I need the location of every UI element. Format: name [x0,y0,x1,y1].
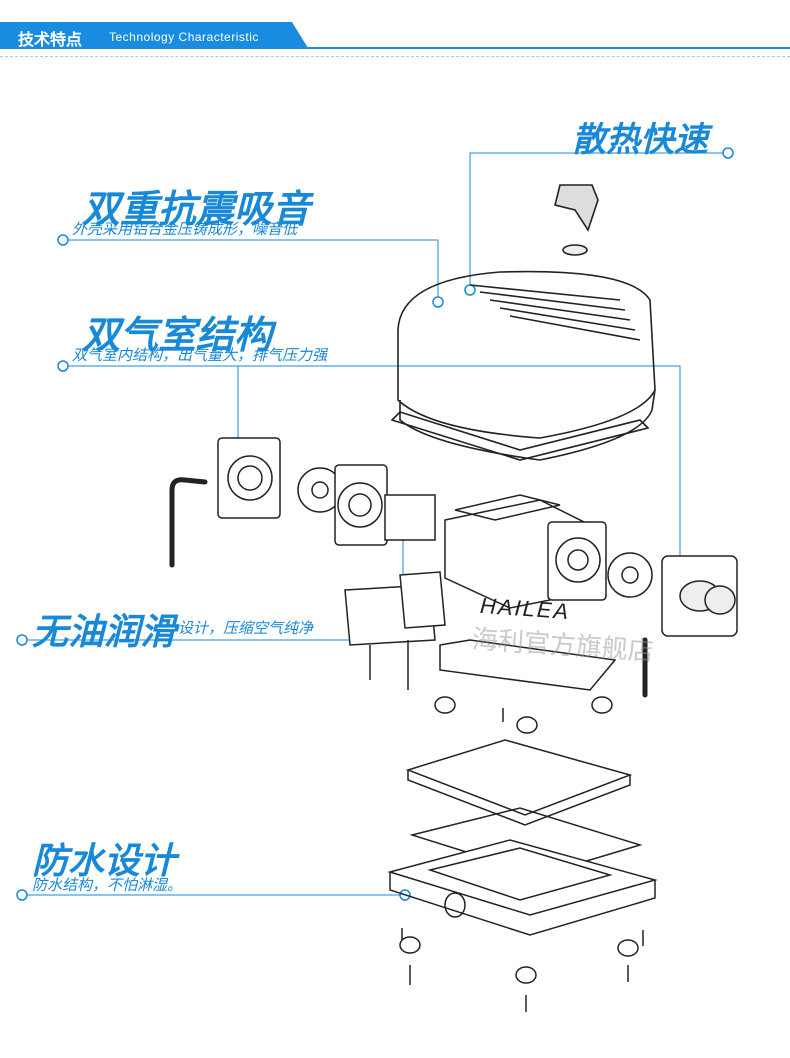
header-title-en: Technology Characteristic [109,30,259,44]
pump-cover [390,184,656,461]
feature-title-shock-absorb: 双重抗震吸音 [82,187,311,231]
feature-title-cooling: 散热快速 [572,120,708,160]
feature-title-waterproof: 防水设计 [32,841,177,882]
chamber-assembly [169,437,738,698]
feature-sub-dual-chamber: 双气室内结构，出气量大，排气压力强 [72,346,328,364]
header-tab [0,22,308,48]
feature-sub-oil-free: 设计，压缩空气纯净 [178,619,314,637]
feature-sub-waterproof: 防水结构，不怕淋湿。 [32,876,183,894]
section-header: 技术特点 Technology Characteristic [0,0,790,57]
feature-sub-shock-absorb: 外壳采用铝合金压铸成形，噪音低 [72,220,298,238]
callout-lines [22,152,726,896]
header-rule [0,47,790,49]
header-title-cn: 技术特点 [18,30,83,49]
base-assembly [387,639,658,1012]
header-dashed-line [0,56,790,57]
feature-title-dual-chamber: 双气室结构 [82,313,273,357]
feature-title-oil-free: 无油润滑 [32,612,177,653]
